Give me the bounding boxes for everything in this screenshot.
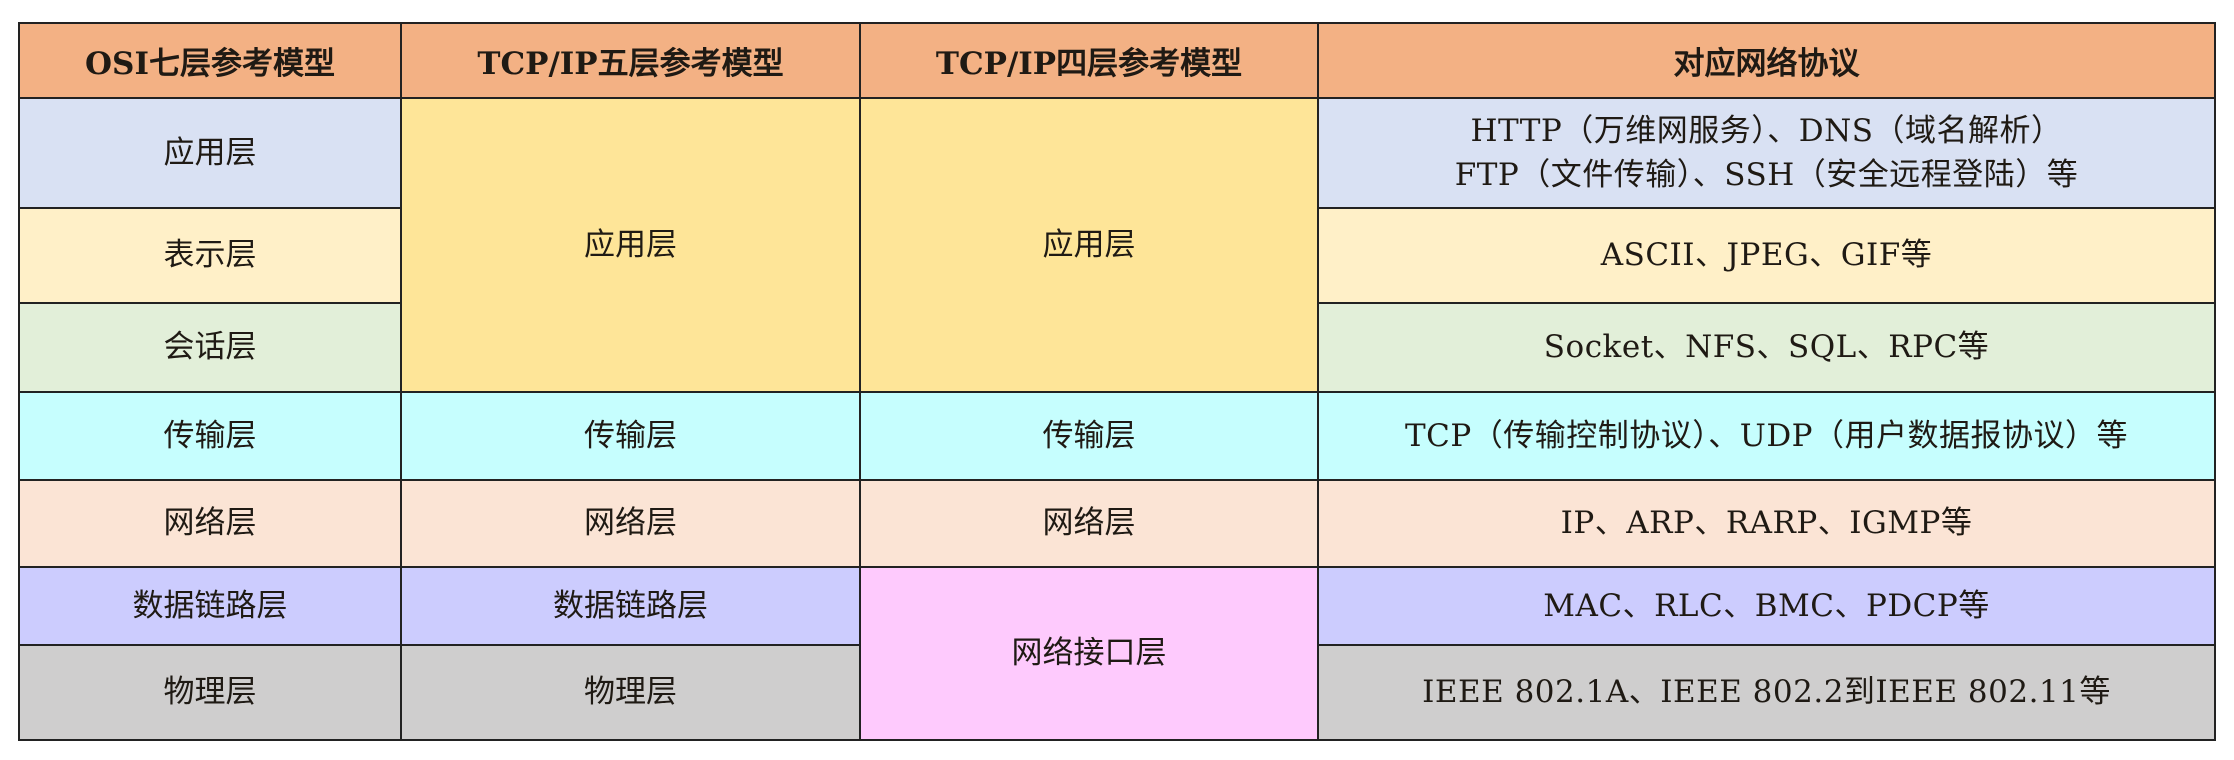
protocols-transport-cell: TCP（传输控制协议）、UDP（用户数据报协议）等 [1317,391,2216,481]
osi-presentation-cell: 表示层 [18,207,402,304]
osi-network-cell: 网络层 [18,479,402,568]
osi-transport-cell: 传输层 [18,391,402,481]
table-row-session: 会话层 Socket、NFS、SQL、RPC等 [18,302,2216,393]
protocols-application-line1: HTTP（万维网服务）、DNS（域名解析） [1470,112,2063,149]
protocols-presentation-cell: ASCII、JPEG、GIF等 [1317,207,2216,304]
osi-application-cell: 应用层 [18,97,402,209]
header-protocols: 对应网络协议 [1317,22,2216,99]
header-tcpip4: TCP/IP四层参考模型 [859,22,1319,99]
header-osi7: OSI七层参考模型 [18,22,402,99]
tcpip5-transport-cell: 传输层 [400,391,861,481]
table-row-transport: 传输层 传输层 传输层 TCP（传输控制协议）、UDP（用户数据报协议）等 [18,391,2216,481]
table-row-application: 应用层 应用层 应用层 HTTP（万维网服务）、DNS（域名解析） FTP（文件… [18,97,2216,393]
tcpip4-transport-cell: 传输层 [859,391,1319,481]
osi-datalink-cell: 数据链路层 [18,566,402,646]
tcpip4-network-interface-cell: 网络接口层 [859,566,1319,741]
osi-physical-cell: 物理层 [18,644,402,741]
tcpip4-network-cell: 网络层 [859,479,1319,568]
table-row-presentation: 表示层 ASCII、JPEG、GIF等 [18,207,2216,304]
osi-session-cell: 会话层 [18,302,402,393]
osi-comparison-table: OSI七层参考模型 TCP/IP五层参考模型 TCP/IP四层参考模型 对应网络… [18,22,2216,741]
tcpip5-application-cell: 应用层 [400,97,861,393]
protocols-datalink-cell: MAC、RLC、BMC、PDCP等 [1317,566,2216,646]
protocols-network-cell: IP、ARP、RARP、IGMP等 [1317,479,2216,568]
tcpip5-network-cell: 网络层 [400,479,861,568]
table-header-row: OSI七层参考模型 TCP/IP五层参考模型 TCP/IP四层参考模型 对应网络… [18,22,2216,99]
table-row-network: 网络层 网络层 网络层 IP、ARP、RARP、IGMP等 [18,479,2216,568]
table-row-datalink: 数据链路层 数据链路层 网络接口层 MAC、RLC、BMC、PDCP等 [18,566,2216,741]
protocols-application-cell: HTTP（万维网服务）、DNS（域名解析） FTP（文件传输）、SSH（安全远程… [1317,97,2216,209]
tcpip5-datalink-cell: 数据链路层 [400,566,861,646]
protocols-application-line2: FTP（文件传输）、SSH（安全远程登陆）等 [1454,157,2079,193]
table-row-physical: 物理层 物理层 IEEE 802.1A、IEEE 802.2到IEEE 802.… [18,644,2216,741]
protocols-session-cell: Socket、NFS、SQL、RPC等 [1317,302,2216,393]
header-tcpip5: TCP/IP五层参考模型 [400,22,861,99]
osi-table-wrapper: OSI七层参考模型 TCP/IP五层参考模型 TCP/IP四层参考模型 对应网络… [18,22,2216,741]
tcpip4-application-cell: 应用层 [859,97,1319,393]
tcpip5-physical-cell: 物理层 [400,644,861,741]
protocols-physical-cell: IEEE 802.1A、IEEE 802.2到IEEE 802.11等 [1317,644,2216,741]
